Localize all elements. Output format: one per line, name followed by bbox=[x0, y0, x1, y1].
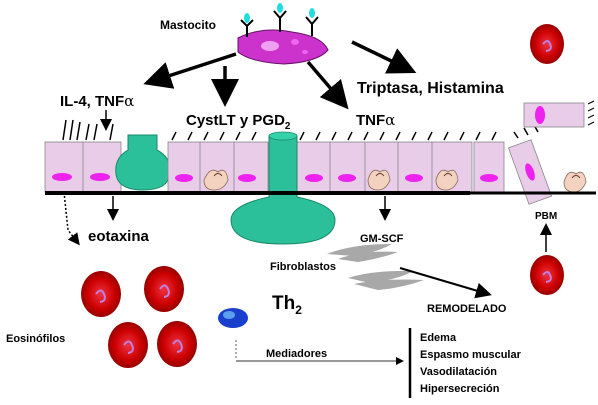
mast-cell-arrows bbox=[143, 40, 417, 110]
mast-cell bbox=[237, 3, 329, 65]
tryptase-histamine-label: Triptasa, Histamina bbox=[357, 80, 504, 97]
eotaxin-label: eotaxina bbox=[88, 228, 150, 245]
eosinophil-group bbox=[81, 24, 564, 368]
eosinophils-label: Eosinófilos bbox=[6, 333, 65, 345]
eosinophil-icon bbox=[157, 321, 197, 367]
th2-label: Th2 bbox=[272, 293, 302, 317]
th2-cell bbox=[218, 308, 248, 328]
epithelium bbox=[44, 100, 595, 245]
effect-item: Vasodilatación bbox=[420, 366, 497, 378]
eosinophil-icon bbox=[108, 322, 148, 368]
pbm-label: PBM bbox=[535, 211, 557, 222]
ige-receptor-icon bbox=[273, 3, 287, 32]
eosinophil-icon bbox=[81, 271, 121, 317]
mediators-label: Mediadores bbox=[266, 348, 327, 360]
remodeling-label: REMODELADO bbox=[427, 303, 507, 315]
cystlt-pgd2-label: CystLT y PGD2 bbox=[186, 112, 291, 132]
gmcsf-label: GM-SCF bbox=[360, 233, 404, 245]
tnf-label: TNFα bbox=[356, 111, 395, 129]
eosinophil-icon bbox=[530, 255, 564, 295]
ige-receptor-icon bbox=[240, 13, 254, 37]
effects-list: Edema Espasmo muscular Vasodilatación Hi… bbox=[420, 332, 522, 395]
mast-cell-label: Mastocito bbox=[160, 18, 216, 32]
fibroblasts-label: Fibroblastos bbox=[270, 261, 336, 273]
effect-item: Edema bbox=[420, 332, 457, 344]
eosinophil-icon bbox=[530, 24, 564, 64]
il4-tnf-label: IL-4, TNFα bbox=[60, 92, 134, 110]
ige-receptor-icon bbox=[305, 8, 319, 36]
eosinophil-icon bbox=[144, 266, 184, 312]
effect-item: Hipersecreción bbox=[420, 383, 500, 395]
fibroblasts bbox=[327, 244, 424, 290]
effect-item: Espasmo muscular bbox=[420, 349, 522, 361]
